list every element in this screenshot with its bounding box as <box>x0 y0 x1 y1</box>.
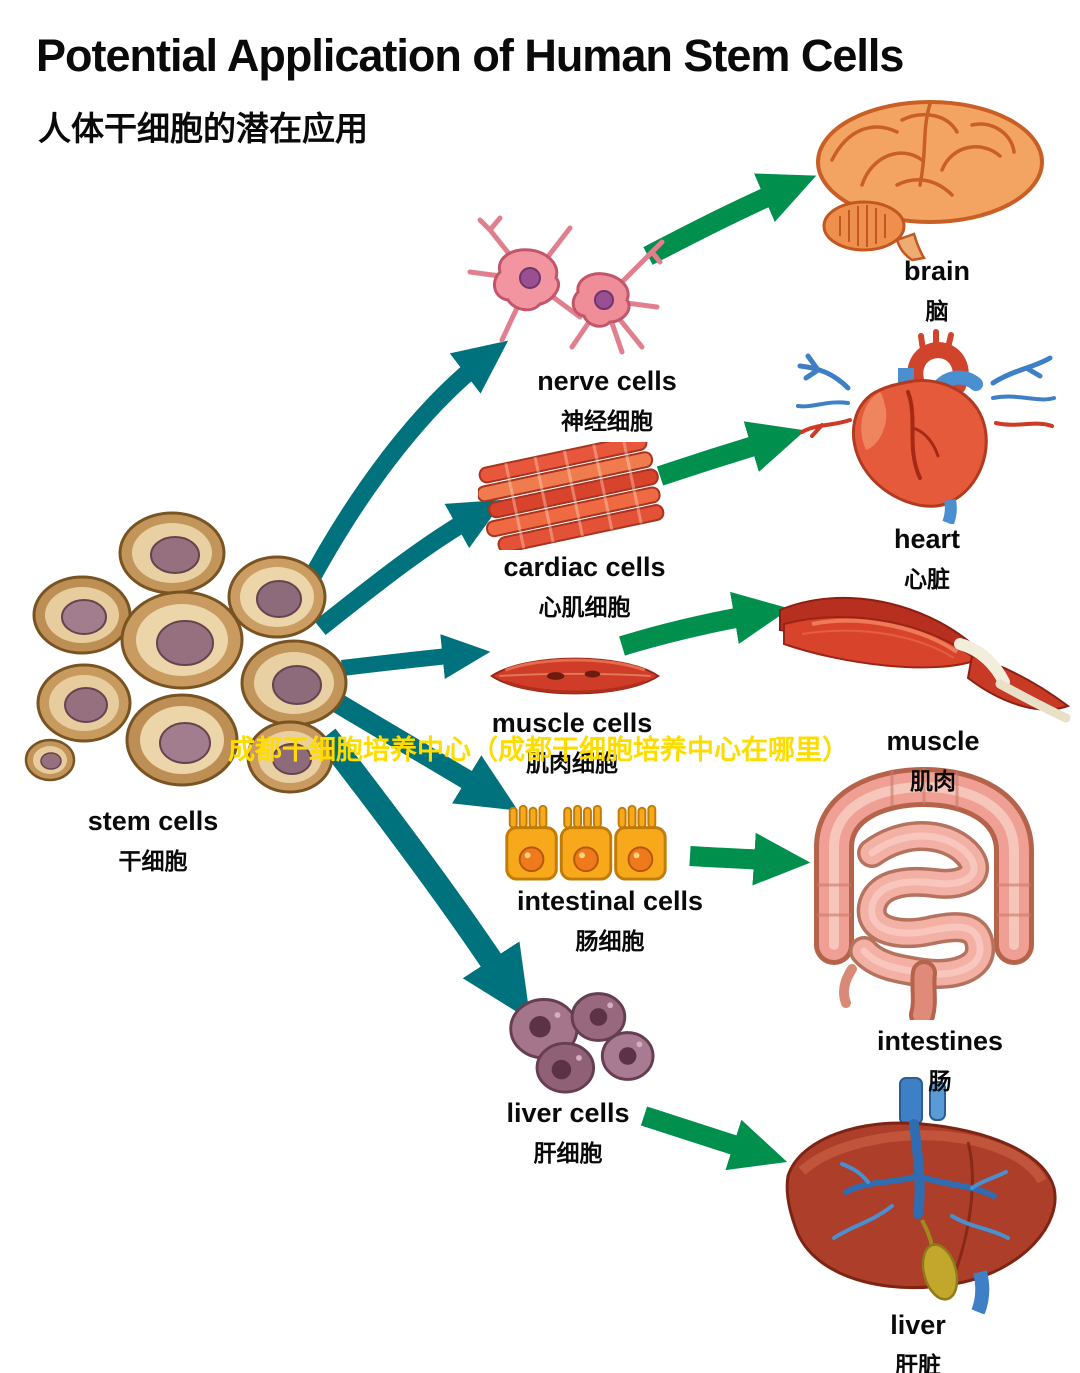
liver-vessels <box>832 1119 1010 1240</box>
label-brain-en: brain <box>903 256 970 286</box>
nerve-cells-illustration <box>452 212 672 364</box>
label-muscle-cells-zh: 肌肉细胞 <box>526 750 618 776</box>
stem-cells-icon <box>24 511 348 794</box>
label-heart-zh: 心脏 <box>904 566 950 592</box>
muscle-bone <box>995 679 1071 723</box>
label-intestines-en: intestines <box>876 1026 1004 1056</box>
stem-cell <box>120 590 244 690</box>
arrow-cardiac-to-heart <box>656 421 806 486</box>
neuron-body <box>492 248 561 312</box>
label-nerve-cells: nerve cells 神经细胞 <box>492 366 722 436</box>
label-liver-cells-zh: 肝细胞 <box>533 1140 603 1166</box>
label-brain: brain 脑 <box>842 256 1032 326</box>
label-liver-zh: 肝脏 <box>895 1352 941 1373</box>
liver-icon <box>785 1077 1057 1314</box>
label-liver-cells-en: liver cells <box>506 1098 630 1128</box>
label-muscle-en: muscle <box>886 726 980 756</box>
heart-body <box>851 379 988 508</box>
liver-illustration <box>772 1076 1067 1314</box>
intestines-icon <box>814 766 1034 1020</box>
muscle-icon <box>779 596 1071 723</box>
label-intestinal-cells-en: intestinal cells <box>516 886 704 916</box>
liver-cells-illustration <box>495 980 660 1095</box>
muscle-illustration <box>772 572 1074 724</box>
cardiac-cells-illustration <box>478 442 668 550</box>
brain-cerebrum <box>816 100 1044 224</box>
stem-cells-illustration <box>22 505 357 805</box>
watermark-text: 成都干细胞培养中心（成都干细胞培养中心在哪里） <box>228 735 849 765</box>
label-cardiac-cells-zh: 心肌细胞 <box>538 594 631 620</box>
intestinal-cells-icon <box>505 804 667 881</box>
label-brain-zh: 脑 <box>925 298 949 324</box>
label-intestines: intestines 肠 <box>840 1026 1040 1096</box>
brain-illustration <box>802 90 1057 262</box>
label-nerve-cells-en: nerve cells <box>537 366 677 396</box>
stem-cell <box>246 720 334 794</box>
brain-cerebellum <box>822 200 906 252</box>
label-liver-en: liver <box>890 1310 946 1340</box>
intestines-illustration <box>792 755 1057 1020</box>
heart-illustration <box>788 328 1063 524</box>
label-intestinal-cells-zh: 肠细胞 <box>575 928 645 954</box>
label-muscle: muscle 肌肉 <box>838 726 1028 796</box>
nerve-cells-icon <box>467 215 665 355</box>
heart-vessel-branches <box>796 353 1056 438</box>
heart-atrium <box>861 392 887 450</box>
arrow-stem-to-muscle-cells <box>341 634 491 679</box>
label-stem-cells-en: stem cells <box>87 806 219 836</box>
liver-bottom-vein <box>971 1270 990 1314</box>
heart-icon <box>796 329 1056 524</box>
stem-cell <box>36 663 132 743</box>
stem-cell <box>240 639 348 727</box>
label-intestines-zh: 肠 <box>928 1068 952 1094</box>
muscle-tendon <box>954 638 1010 688</box>
brain-gyri <box>830 102 1016 197</box>
muscle-forearm <box>966 654 1071 711</box>
brain-stem <box>895 232 927 262</box>
label-heart: heart 心脏 <box>832 524 1022 594</box>
stem-cell <box>32 575 132 655</box>
label-cardiac-cells-en: cardiac cells <box>503 552 666 582</box>
cardiac-cells-icon <box>478 442 665 550</box>
page-title: Potential Application of Human Stem Cell… <box>36 30 904 81</box>
muscle-cells-icon <box>489 657 661 695</box>
muscle-cells-illustration <box>485 645 665 707</box>
brain-icon <box>816 100 1044 262</box>
arrow-intestinalcells-to-intestines <box>689 832 811 886</box>
label-intestinal-cells: intestinal cells 肠细胞 <box>490 886 730 956</box>
label-stem-cells-zh: 干细胞 <box>118 848 188 874</box>
liver-bile-duct <box>920 1219 934 1247</box>
intestines-appendix <box>839 964 857 1008</box>
label-cardiac-cells: cardiac cells 心肌细胞 <box>472 552 697 622</box>
heart-bottom-vein <box>942 498 957 524</box>
stem-cell <box>125 693 239 787</box>
label-muscle-zh: 肌肉 <box>910 768 956 794</box>
liver-lobe-divider <box>952 1141 974 1277</box>
stem-cell <box>24 738 76 782</box>
label-nerve-cells-zh: 神经细胞 <box>561 408 653 434</box>
label-liver-cells: liver cells 肝细胞 <box>468 1098 668 1168</box>
heart-coronary-vessels <box>906 390 940 480</box>
page-subtitle: 人体干细胞的潜在应用 <box>38 110 368 147</box>
liver-cells-icon <box>509 992 655 1094</box>
stem-cell <box>118 511 226 595</box>
label-stem-cells: stem cells 干细胞 <box>48 806 258 876</box>
intestinal-cells-illustration <box>498 788 673 885</box>
liver-portal-vein-top <box>929 1081 946 1121</box>
liver-gallbladder <box>921 1243 959 1301</box>
stem-cell <box>227 555 327 639</box>
neuron-body <box>571 272 631 328</box>
label-heart-en: heart <box>893 524 961 554</box>
label-liver: liver 肝脏 <box>828 1310 1008 1373</box>
